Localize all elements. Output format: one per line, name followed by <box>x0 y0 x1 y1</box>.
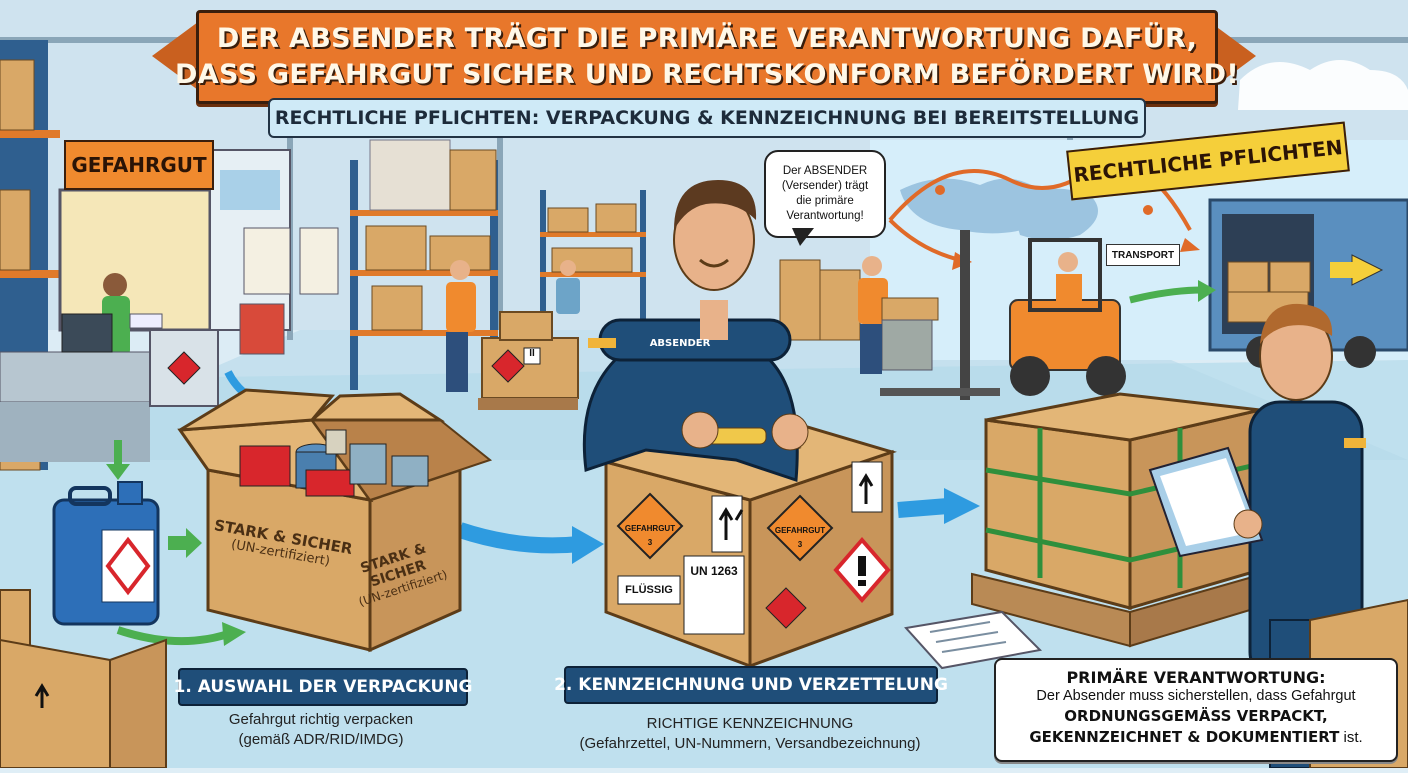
step-1-label-text: 1. AUSWAHL DER VERPACKUNG <box>173 677 473 697</box>
step-2-caption: RICHTIGE KENNZEICHNUNG (Gefahrzettel, UN… <box>530 714 970 754</box>
responsibility-bold-1: ORDNUNGSGEMÄSS VERPACKT, <box>1064 707 1328 725</box>
speech-bubble: Der ABSENDER (Versender) trägt die primä… <box>764 150 886 238</box>
hazard-label-right-text: GEFAHRGUT <box>774 526 826 535</box>
step-2-caption-line2: (Gefahrzettel, UN-Nummern, Versandbezeic… <box>579 735 921 752</box>
fluessig-text: FLÜSSIG <box>625 584 673 596</box>
speech-line-1: Der ABSENDER <box>782 165 868 177</box>
worker-badge: ABSENDER <box>640 334 720 352</box>
transport-tag-text: TRANSPORT <box>1111 249 1175 261</box>
responsibility-line-1: Der Absender muss sicherstellen, dass Ge… <box>1036 688 1356 704</box>
step-1-caption-line1: Gefahrgut richtig verpacken <box>228 711 414 728</box>
speech-line-4: Verantwortung! <box>786 210 864 222</box>
title-line-1: DER ABSENDER TRÄGT DIE PRIMÄRE VERANTWOR… <box>216 23 1198 54</box>
speech-text: Der ABSENDER (Versender) trägt die primä… <box>782 164 868 224</box>
fluessig-label: FLÜSSIG <box>618 584 680 596</box>
gefahrgut-sign-text: GEFAHRGUT <box>71 153 207 177</box>
hazard-label-left-text: GEFAHRGUT <box>624 524 676 533</box>
step-2-label: 2. KENNZEICHNUNG UND VERZETTELUNG <box>554 666 948 704</box>
step-1-caption-line2: (gemäß ADR/RID/IMDG) <box>238 731 404 748</box>
un-number-text: UN 1263 <box>690 564 738 578</box>
primary-responsibility-box: PRIMÄRE VERANTWORTUNG: Der Absender muss… <box>994 658 1398 762</box>
hazard-label-gefahrgut-left: GEFAHRGUT <box>624 524 676 533</box>
subtitle-banner: RECHTLICHE PFLICHTEN: VERPACKUNG & KENNZ… <box>268 98 1146 138</box>
worker-badge-text: ABSENDER <box>649 337 711 349</box>
hazard-label-gefahrgut-right: GEFAHRGUT <box>774 526 826 535</box>
background-box-label-text: II <box>529 348 535 359</box>
background-box-label: II <box>524 348 540 359</box>
step-1-caption: Gefahrgut richtig verpacken (gemäß ADR/R… <box>178 710 464 750</box>
transport-tag: TRANSPORT <box>1106 244 1180 266</box>
hazard-class-right-text: 3 <box>797 540 803 549</box>
step-1-label: 1. AUSWAHL DER VERPACKUNG <box>174 668 473 706</box>
gefahrgut-sign: GEFAHRGUT <box>64 140 214 190</box>
speech-line-2: (Versender) trägt <box>781 180 869 192</box>
speech-line-3: die primäre <box>796 195 854 207</box>
responsibility-bold-2-prefix: GEKENNZEICHNET & DOKUMENTIERT <box>1029 728 1340 746</box>
hazard-class-left-text: 3 <box>647 538 653 547</box>
title-line-2: DASS GEFAHRGUT SICHER UND RECHTSKONFORM … <box>175 59 1239 90</box>
responsibility-bold-2-suffix: ist. <box>1339 729 1363 746</box>
step-2-caption-line1: RICHTIGE KENNZEICHNUNG <box>646 715 854 732</box>
responsibility-title: PRIMÄRE VERANTWORTUNG: <box>1066 668 1326 687</box>
responsibility-bold-2: GEKENNZEICHNET & DOKUMENTIERT ist. <box>996 727 1396 748</box>
banner-ribbon-left <box>152 22 198 90</box>
hazard-class-left: 3 <box>644 538 656 547</box>
subtitle-text: RECHTLICHE PFLICHTEN: VERPACKUNG & KENNZ… <box>274 107 1140 129</box>
hazard-class-right: 3 <box>794 540 806 549</box>
un-number-label: UN 1263 <box>684 564 744 578</box>
main-title-banner: DER ABSENDER TRÄGT DIE PRIMÄRE VERANTWOR… <box>175 10 1239 104</box>
step-2-label-text: 2. KENNZEICHNUNG UND VERZETTELUNG <box>554 675 948 695</box>
speech-bubble-tail <box>792 228 814 246</box>
